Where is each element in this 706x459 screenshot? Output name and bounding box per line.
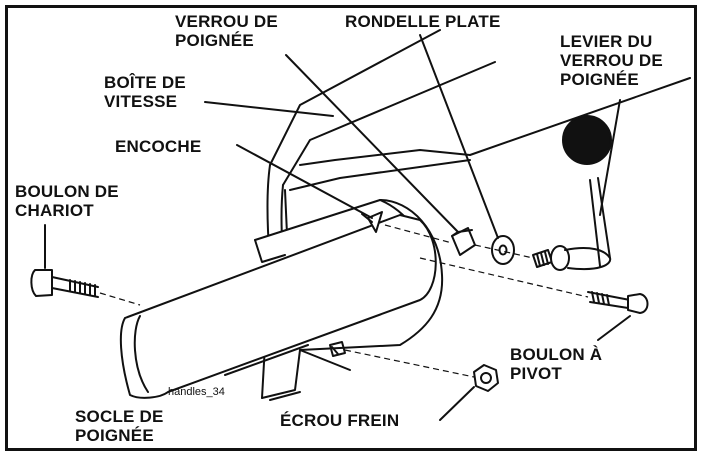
axis-carriage-bolt xyxy=(99,292,141,306)
label-lock-lever: LEVIER DU VERROU DE POIGNÉE xyxy=(560,32,663,89)
handle-lock-piece xyxy=(451,227,476,256)
leader-lock-nut xyxy=(439,386,475,421)
handle-tube xyxy=(269,29,691,191)
leader-lock-lever xyxy=(599,99,621,216)
diagram-border xyxy=(5,5,697,451)
figure-id: handles_34 xyxy=(168,386,225,398)
label-gearbox: BOÎTE DE VITESSE xyxy=(104,73,186,111)
label-pivot-bolt: BOULON À PIVOT xyxy=(510,345,603,383)
leader-flat-washer xyxy=(419,34,499,239)
axis-nut xyxy=(344,349,475,378)
axis-lock xyxy=(384,224,453,244)
leader-handle-lock xyxy=(285,54,459,233)
flat-washer-shape xyxy=(491,235,515,265)
label-carriage-bolt: BOULON DE CHARIOT xyxy=(15,182,119,220)
label-handle-lock: VERROU DE POIGNÉE xyxy=(175,12,278,50)
axis-pivot xyxy=(419,257,589,298)
leader-notch xyxy=(236,144,373,219)
lock-lever-shape xyxy=(532,115,612,271)
leader-pivot-bolt xyxy=(597,315,631,341)
label-lock-nut: ÉCROU FREIN xyxy=(280,411,400,430)
lock-nut-shape xyxy=(473,364,499,392)
label-flat-washer: RONDELLE PLATE xyxy=(345,12,501,31)
leader-handle-base xyxy=(224,344,309,376)
label-handle-base: SOCLE DE POIGNÉE xyxy=(75,407,164,445)
handle-foreground xyxy=(119,214,437,399)
carriage-bolt-shape xyxy=(30,269,99,298)
label-notch: ENCOCHE xyxy=(115,137,202,156)
pivot-bolt-shape xyxy=(587,291,649,314)
leader-gearbox xyxy=(204,101,334,117)
